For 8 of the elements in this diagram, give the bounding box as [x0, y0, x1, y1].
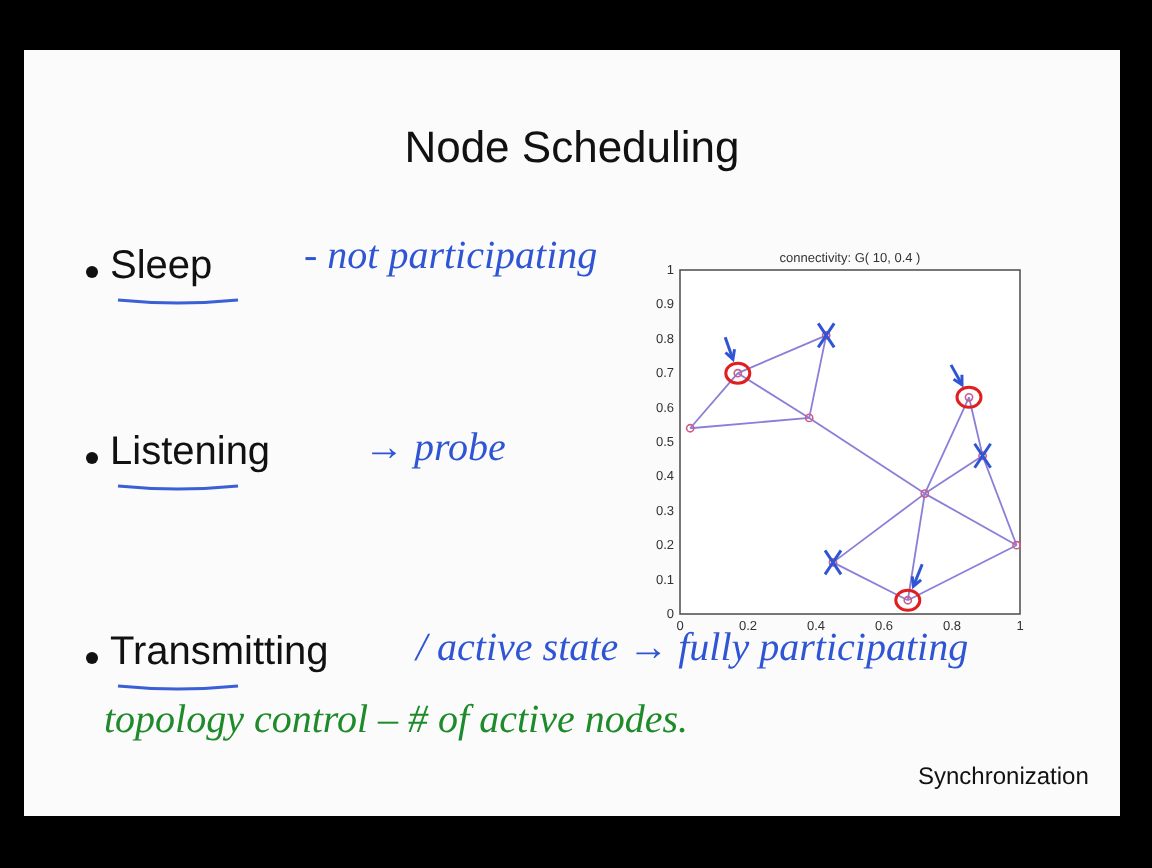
footer-text: Synchronization [918, 762, 1089, 790]
bullet-text: Sleep [110, 244, 213, 290]
bullet-text: Transmitting [110, 630, 329, 676]
bullet-text: Listening [110, 430, 271, 476]
handwritten-note: - not participating [304, 234, 598, 280]
slide-title: Node Scheduling [402, 122, 742, 174]
handwritten-note: → probe [364, 426, 506, 472]
handwritten-note: topology control – # of active nodes. [104, 698, 688, 744]
